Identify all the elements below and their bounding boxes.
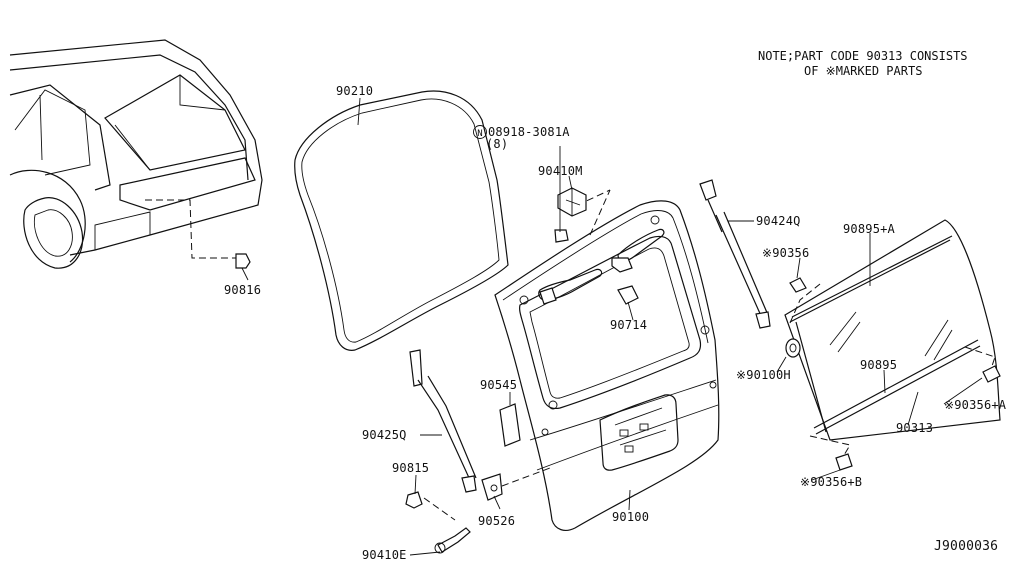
grommet-90100H (785, 338, 801, 358)
strut-90424Q (699, 179, 771, 329)
back-door-90100 (494, 189, 720, 531)
label-90210: 90210 (336, 84, 374, 98)
label-90410E: 90410E (362, 548, 407, 562)
label-90816: 90816 (224, 283, 262, 297)
label-90100H: ※90100H (736, 368, 791, 382)
label-90100: 90100 (612, 510, 650, 524)
bumper-90815 (405, 491, 456, 521)
label-90545: 90545 (480, 378, 518, 392)
clip-90714 (617, 285, 639, 305)
label-90313: 90313 (896, 421, 934, 435)
clip-90356 (789, 277, 807, 293)
note-line-1: NOTE;PART CODE 90313 CONSISTS (758, 49, 968, 63)
label-08918-qty: (8) (486, 137, 509, 151)
plate-90545 (499, 403, 521, 447)
vehicle-illustration (9, 39, 263, 269)
label-08918-3081A: 08918-3081A (488, 125, 570, 139)
label-90425Q: 90425Q (362, 428, 407, 442)
svg-text:N: N (477, 129, 482, 139)
note-line-2: OF ※MARKED PARTS (804, 64, 923, 78)
label-90526: 90526 (478, 514, 516, 528)
bolt-90410E (434, 527, 471, 554)
label-90714: 90714 (610, 318, 648, 332)
circled-n-icon: N (473, 125, 487, 139)
label-90356: ※90356 (762, 246, 810, 260)
bracket-90526 (481, 467, 551, 501)
leader-lines (241, 97, 983, 556)
label-90410M: 90410M (538, 164, 583, 178)
clip-90356B (835, 453, 853, 471)
diagram-code: J9000036 (934, 539, 999, 554)
label-90895A: 90895+A (843, 222, 895, 236)
glass-90313 (784, 219, 1001, 463)
weatherstrip-90210 (294, 90, 509, 351)
clip-90356A (982, 365, 1001, 383)
label-90815: 90815 (392, 461, 430, 475)
label-90356B: ※90356+B (800, 475, 863, 489)
label-90356A: ※90356+A (944, 398, 1007, 412)
label-90424Q: 90424Q (756, 214, 801, 228)
strut-90425Q (409, 349, 477, 493)
hinge-90410M (554, 187, 587, 243)
label-90895: 90895 (860, 358, 898, 372)
